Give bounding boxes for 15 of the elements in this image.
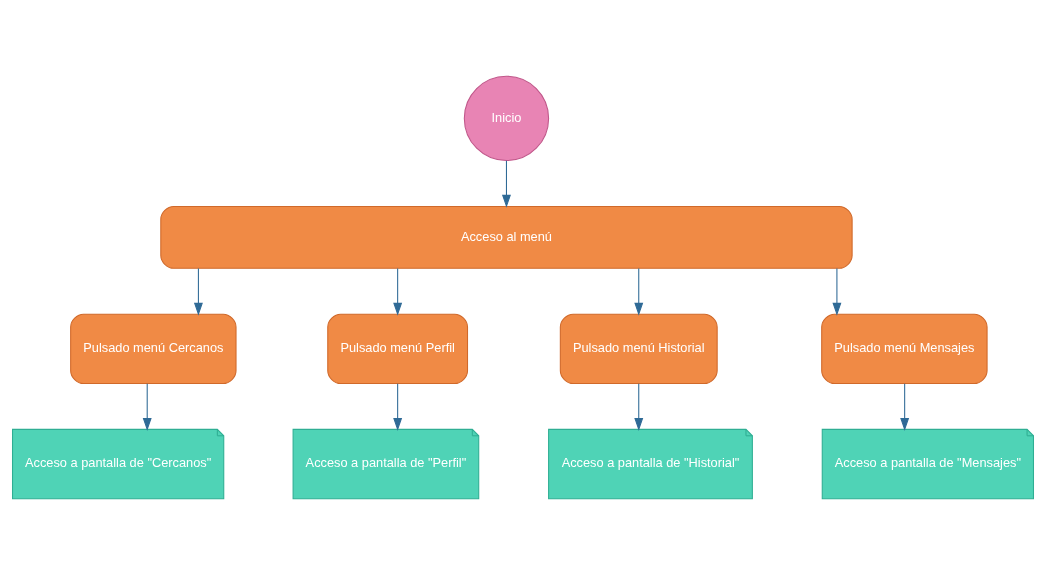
arrow xyxy=(900,382,910,431)
arrow xyxy=(832,267,842,316)
arrow xyxy=(634,267,644,316)
arrow xyxy=(393,267,403,316)
node-box: Pulsado menú Mensajes xyxy=(821,313,988,384)
node-box: Pulsado menú Perfil xyxy=(327,313,469,384)
node-circle: Inicio xyxy=(463,75,550,161)
node-box: Pulsado menú Historial xyxy=(559,313,718,384)
arrow xyxy=(634,382,644,431)
arrow xyxy=(193,267,203,316)
node-box: Pulsado menú Cercanos xyxy=(70,313,237,384)
node-box: Acceso al menú xyxy=(160,205,853,269)
arrow xyxy=(142,382,152,431)
arrow xyxy=(501,159,511,208)
arrow xyxy=(393,382,403,431)
